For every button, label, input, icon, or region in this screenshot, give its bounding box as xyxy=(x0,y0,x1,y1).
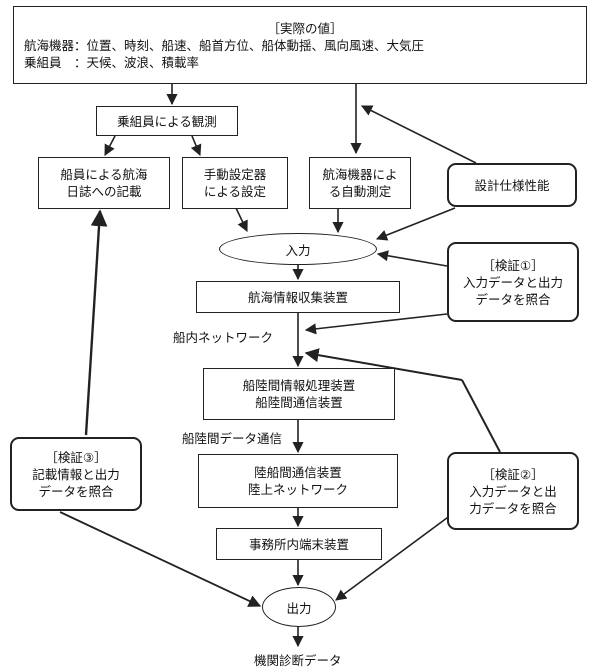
verify2-box: ［検証②］ 入力データと出 力データを照合 xyxy=(447,452,579,530)
verify3-title: ［検証③］ xyxy=(45,449,107,465)
crew-items: 天候、波浪、積載率 xyxy=(86,54,200,70)
actual-values-box: ［実際の値］ 航海機器：位置、時刻、船速、船首方位、船体動揺、風向風速、大気圧 … xyxy=(13,6,587,84)
auto-measure-line1: 航海機器によ xyxy=(322,167,398,182)
arrow-verify3-to-output xyxy=(59,511,262,607)
ship-network-label: 船内ネットワーク xyxy=(173,330,274,345)
logbook-line2: 日誌への記載 xyxy=(66,184,142,199)
office-terminal-box: 事務所内端末装置 xyxy=(216,528,382,560)
verify1-box: ［検証①］ 入力データと出力 データを照合 xyxy=(447,242,579,322)
arrow-verify1-to-network xyxy=(304,313,448,335)
arrow-crew-to-manual xyxy=(190,135,202,157)
ship-shore-comm-label: 船陸間データ通信 xyxy=(182,431,283,446)
ship-shore-proc-box: 船陸間情報処理装置 船陸間通信装置 xyxy=(203,368,395,420)
verify2-line2: 力データを照合 xyxy=(469,500,557,516)
ship-shore-proc-line2: 船陸間通信装置 xyxy=(255,395,343,410)
arrow-spec-to-top xyxy=(360,105,477,164)
design-spec-box: 設計仕様性能 xyxy=(447,163,577,207)
office-terminal-label: 事務所内端末装置 xyxy=(248,536,349,552)
shore-comm-line1: 陸船間通信装置 xyxy=(254,465,342,480)
arrow-verify3-to-logbook xyxy=(84,209,108,436)
output-node: 出力 xyxy=(262,587,336,627)
verify2-title: ［検証②］ xyxy=(482,466,544,482)
crew-observation-box: 乗組員による観測 xyxy=(96,106,238,136)
auto-measure-line2: る自動測定 xyxy=(328,184,392,199)
crew-label: 乗組員 ： xyxy=(24,54,87,70)
verify3-line2: データを照合 xyxy=(38,483,114,499)
arrow-verify1-to-input xyxy=(376,250,448,267)
arrow-verify2-to-network-h xyxy=(304,348,463,381)
arrow-verify2-to-network xyxy=(461,379,501,453)
input-node-label: 入力 xyxy=(285,242,311,258)
arrow-crew-to-logbook xyxy=(104,135,116,156)
verify2-line1: 入力データと出 xyxy=(469,483,557,499)
nav-equipment-row: 航海機器：位置、時刻、船速、船首方位、船体動揺、風向風速、大気圧 xyxy=(24,37,424,54)
manual-device-line1: 手動設定器 xyxy=(203,167,267,182)
collector-box: 航海情報収集装置 xyxy=(196,281,400,313)
verify1-line1: 入力データと出力 xyxy=(462,274,563,290)
shore-comm-box: 陸船間通信装置 陸上ネットワーク xyxy=(198,454,398,508)
final-output-label: 機関診断データ xyxy=(254,653,342,668)
arrow-spec-to-input xyxy=(375,207,456,241)
arrow-verify2-to-output xyxy=(335,511,456,601)
crew-observation-label: 乗組員による観測 xyxy=(117,113,217,129)
crew-row: 乗組員 ：天候、波浪、積載率 xyxy=(24,54,199,71)
manual-device-box: 手動設定器 による設定 xyxy=(182,157,288,209)
ship-shore-proc-line1: 船陸間情報処理装置 xyxy=(242,378,356,393)
output-node-label: 出力 xyxy=(286,600,312,616)
design-spec-label: 設計仕様性能 xyxy=(474,177,550,193)
nav-equipment-items: 位置、時刻、船速、船首方位、船体動揺、風向風速、大気圧 xyxy=(86,37,425,53)
shore-comm-line2: 陸上ネットワーク xyxy=(247,482,348,497)
verify1-line2: データを照合 xyxy=(475,291,551,307)
logbook-line1: 船員による航海 xyxy=(60,167,148,182)
auto-measure-box: 航海機器によ る自動測定 xyxy=(309,157,411,209)
input-node: 入力 xyxy=(219,233,377,265)
collector-label: 航海情報収集装置 xyxy=(247,289,348,305)
logbook-box: 船員による航海 日誌への記載 xyxy=(38,157,170,209)
verify1-title: ［検証①］ xyxy=(482,257,544,273)
verify3-box: ［検証③］ 記載情報と出力 データを照合 xyxy=(10,437,142,511)
nav-equipment-label: 航海機器： xyxy=(24,37,87,53)
arrow-manual-to-input xyxy=(235,207,248,233)
actual-values-title: ［実際の値］ xyxy=(267,20,343,36)
manual-device-line2: による設定 xyxy=(203,184,267,199)
verify3-line1: 記載情報と出力 xyxy=(32,466,120,482)
